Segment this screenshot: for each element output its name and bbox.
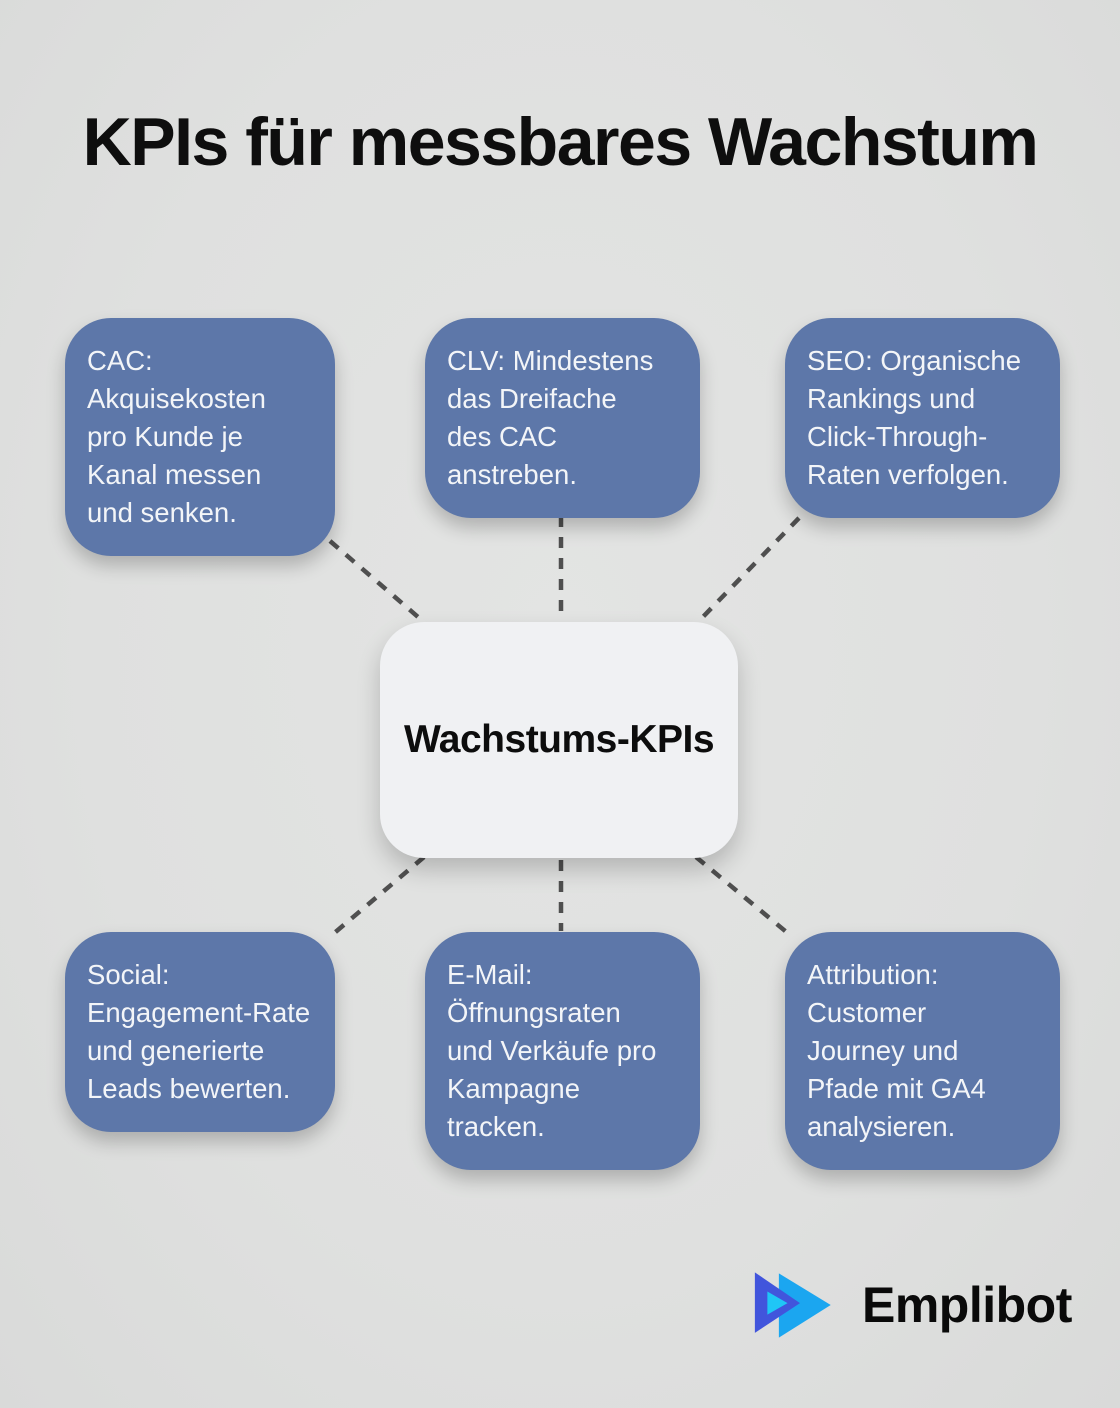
kpi-node-social: Social: Engagement-Rate und generierte L… bbox=[65, 932, 335, 1132]
brand-logo: Emplibot bbox=[752, 1260, 1072, 1350]
connector-center-attribution bbox=[694, 855, 792, 937]
center-node: Wachstums-KPIs bbox=[380, 622, 738, 858]
kpi-node-clv: CLV: Mindestens das Dreifache des CAC an… bbox=[425, 318, 700, 518]
connector-cac-center bbox=[328, 539, 427, 625]
emplibot-play-icon bbox=[754, 1272, 831, 1338]
kpi-node-attribution: Attribution: Customer Journey und Pfade … bbox=[785, 932, 1060, 1170]
kpi-node-email: E-Mail: Öffnungsraten und Verkäufe pro K… bbox=[425, 932, 700, 1170]
kpi-node-seo: SEO: Organische Rankings und Click-Throu… bbox=[785, 318, 1060, 518]
center-node-label: Wachstums-KPIs bbox=[403, 718, 715, 761]
kpi-node-cac: CAC: Akquisekosten pro Kunde je Kanal me… bbox=[65, 318, 335, 556]
connector-center-social bbox=[330, 855, 426, 937]
connector-seo-center bbox=[695, 516, 801, 625]
page-title: KPIs für messbares Wachstum bbox=[82, 104, 1039, 180]
brand-wordmark: Emplibot bbox=[862, 1277, 1072, 1333]
